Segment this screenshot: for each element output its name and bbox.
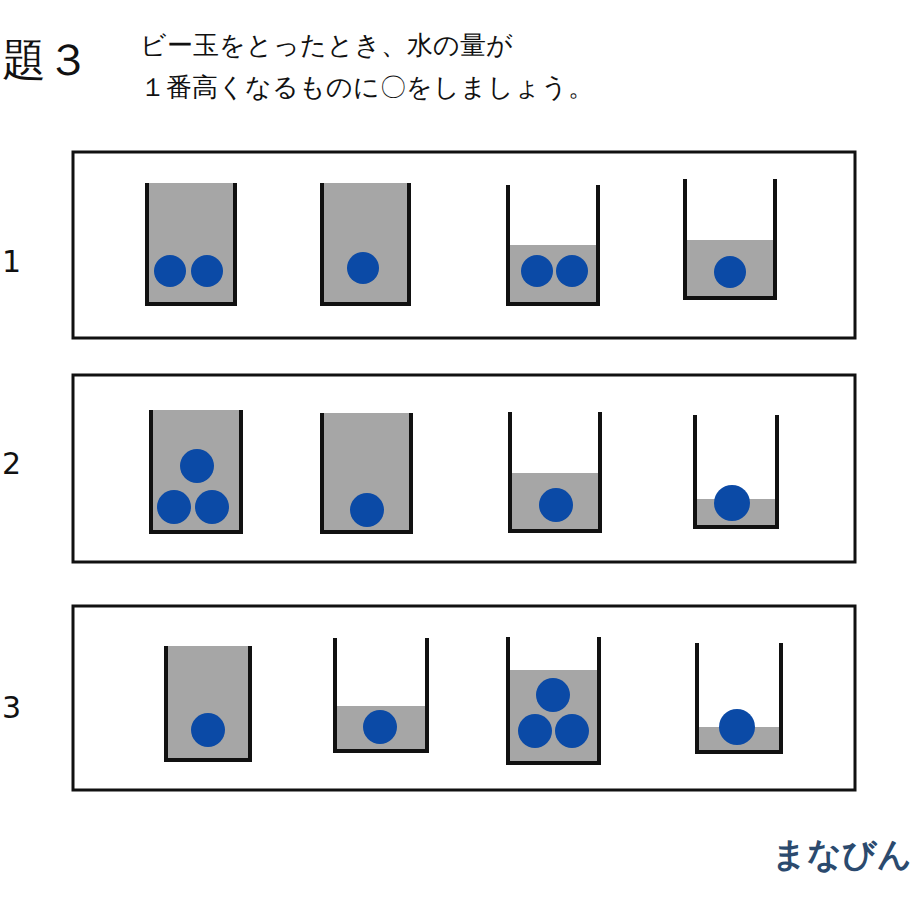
marble xyxy=(157,490,191,524)
marble xyxy=(556,255,588,287)
marble xyxy=(154,255,186,287)
cup xyxy=(508,637,599,763)
marble xyxy=(191,255,223,287)
row-panel xyxy=(73,152,855,338)
marble xyxy=(518,714,552,748)
marble xyxy=(714,485,750,521)
cup xyxy=(508,185,598,304)
cup xyxy=(322,413,411,532)
marble xyxy=(350,493,384,527)
cup xyxy=(151,410,241,532)
cup xyxy=(695,415,777,527)
water xyxy=(151,410,241,532)
cup xyxy=(147,183,235,304)
water xyxy=(147,183,235,304)
marble xyxy=(191,713,225,747)
cup xyxy=(510,412,600,531)
row-panel xyxy=(73,606,855,790)
water xyxy=(322,413,411,532)
water xyxy=(508,245,598,304)
marble xyxy=(347,252,379,284)
water xyxy=(508,670,599,763)
marble xyxy=(521,255,553,287)
cup xyxy=(322,183,409,304)
marble xyxy=(719,709,755,745)
marble xyxy=(714,256,746,288)
row-number: 2 xyxy=(2,444,21,484)
water xyxy=(335,706,427,751)
instruction-text: ビー玉をとったとき、水の量が １番高くなるものに〇をしましょう。 xyxy=(140,24,610,108)
marble xyxy=(363,710,397,744)
problem-title: 題３ xyxy=(2,30,90,90)
marble xyxy=(539,488,573,522)
marble xyxy=(180,449,214,483)
cup xyxy=(685,179,775,298)
water xyxy=(685,240,775,298)
cup xyxy=(697,643,781,752)
marble xyxy=(536,678,570,712)
water xyxy=(510,473,600,531)
cup xyxy=(335,638,427,751)
cup xyxy=(166,646,250,760)
row-panel xyxy=(73,375,855,562)
row-number: 3 xyxy=(2,688,21,728)
watermark: まなびん xyxy=(772,832,912,876)
marble xyxy=(195,490,229,524)
water xyxy=(322,183,409,304)
water xyxy=(166,646,250,760)
row-number: 1 xyxy=(2,242,21,282)
marble xyxy=(555,714,589,748)
